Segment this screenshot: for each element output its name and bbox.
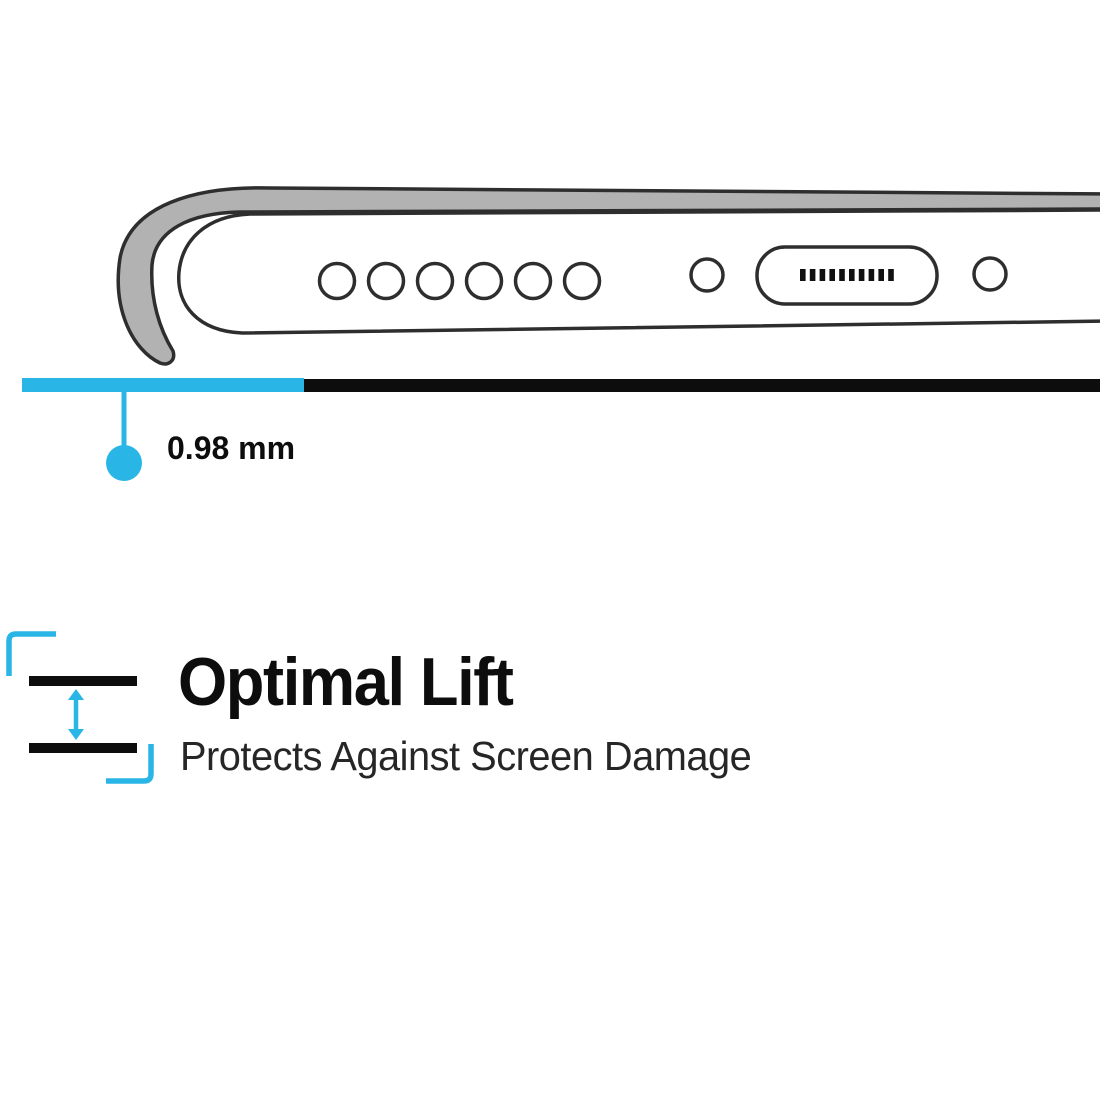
lift-arrow-head-up [68, 689, 84, 700]
bracket-top-left [6, 631, 56, 676]
speaker-hole-icon [513, 261, 553, 301]
charging-port-icon [755, 245, 939, 306]
port-pin [819, 269, 826, 281]
case-bumper [116, 186, 1100, 366]
lift-arrow-head-down [68, 729, 84, 740]
lift-bar-bottom [29, 743, 137, 753]
lift-gap-icon [6, 631, 154, 784]
surface-line-accent [22, 378, 304, 392]
port-pin [868, 269, 875, 281]
speaker-hole-icon [366, 261, 406, 301]
speaker-hole-icon [317, 261, 357, 301]
port-pin [878, 269, 884, 281]
port-pin [888, 269, 894, 281]
speaker-holes [317, 261, 602, 301]
mic-hole-icon [689, 257, 725, 293]
port-pin [829, 269, 835, 281]
port-pin [858, 269, 865, 281]
feature-title: Optimal Lift [178, 644, 514, 720]
measurement-label: 0.98 mm [167, 430, 296, 466]
speaker-hole-icon [464, 261, 504, 301]
port-pin [809, 269, 816, 281]
speaker-hole-icon [415, 261, 455, 301]
surface-line-dark [304, 379, 1100, 392]
screw-hole-icon [972, 256, 1008, 292]
port-pin [849, 269, 855, 281]
measurement-dot-icon [106, 445, 142, 481]
bracket-bottom-right [106, 744, 154, 784]
port-pin [800, 269, 806, 281]
phone-body [177, 208, 1100, 335]
lift-bar-top [29, 676, 137, 686]
port-pins [800, 269, 894, 281]
port-pin [839, 269, 845, 281]
feature-subtitle: Protects Against Screen Damage [180, 733, 752, 779]
speaker-hole-icon [562, 261, 602, 301]
